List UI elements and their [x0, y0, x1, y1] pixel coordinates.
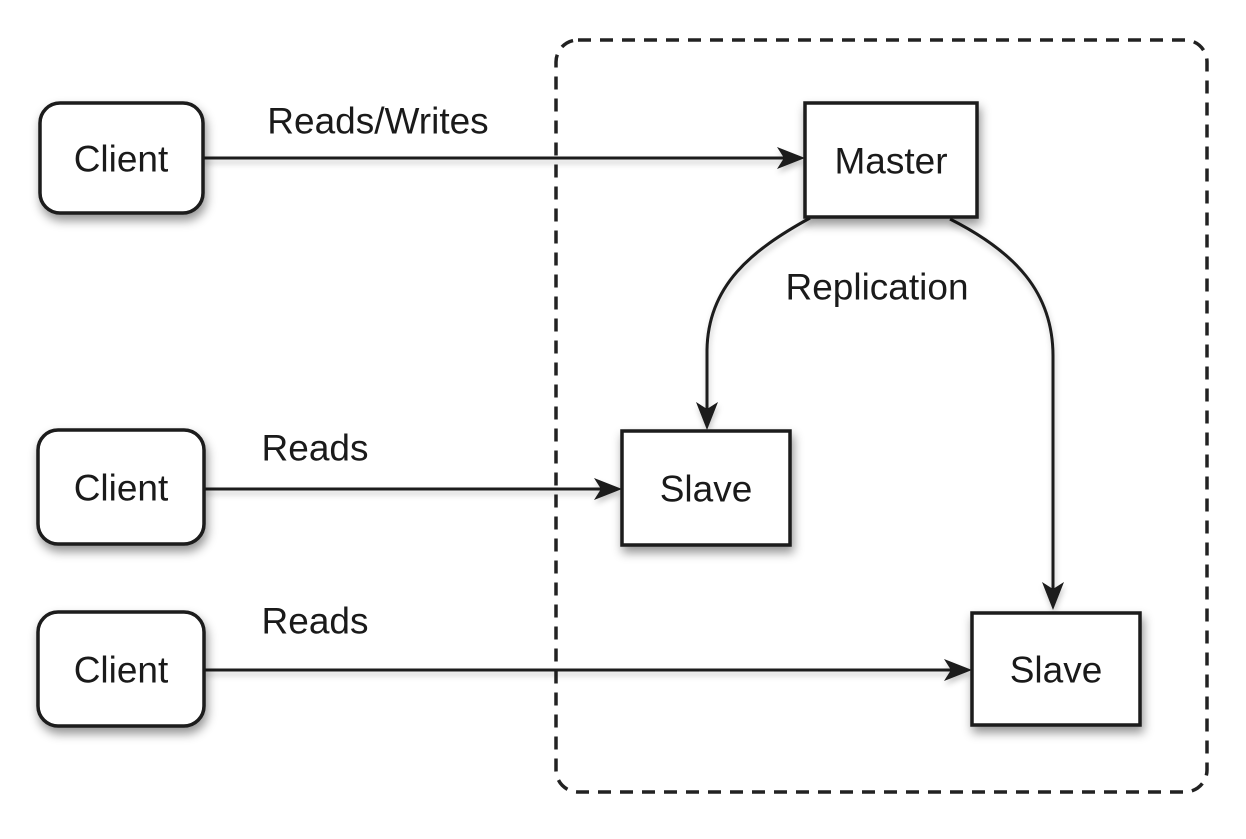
node-client-1-label: Client [74, 139, 169, 180]
edge-client2-slave1 [205, 478, 622, 500]
node-slave-1: Slave [620, 429, 792, 547]
node-slave-2: Slave [970, 611, 1142, 727]
node-slave-2-box [970, 611, 1142, 727]
edge-label-reads-writes: Reads/Writes [267, 101, 488, 142]
edge-master-slave1-arrowhead-icon [696, 402, 718, 430]
edge-client2-slave1-arrowhead-icon [594, 478, 622, 500]
edges [203, 147, 1064, 681]
edge-master-slave1 [696, 216, 811, 430]
node-client-3-label: Client [74, 650, 169, 691]
edge-label-reads-bottom: Reads [262, 601, 369, 642]
node-master-box [803, 101, 979, 219]
node-client-1-box [38, 101, 205, 215]
node-client-2: Client [36, 428, 206, 546]
node-client-2-box [36, 428, 206, 546]
node-client-1: Client [38, 101, 205, 215]
edge-client3-slave2 [205, 659, 972, 681]
node-client-2-label: Client [74, 468, 169, 509]
node-slave-2-label: Slave [1010, 650, 1103, 691]
node-slave-1-box [620, 429, 792, 547]
edge-label-reads-middle: Reads [262, 428, 369, 469]
node-master: Master [803, 101, 979, 219]
node-master-label: Master [834, 141, 947, 182]
replication-cluster-boundary [554, 38, 1209, 794]
edge-label-replication: Replication [785, 267, 968, 308]
edge-client1-master-arrowhead-icon [777, 147, 805, 169]
node-client-3: Client [36, 610, 206, 728]
edge-master-slave1-curve [705, 216, 811, 409]
edge-master-slave2-curve [949, 217, 1055, 589]
edge-master-slave2-arrowhead-icon [1042, 582, 1064, 610]
edge-client1-master [203, 147, 805, 169]
nodes: Client Client Client Master Slave [36, 101, 1142, 728]
edge-client3-slave2-arrowhead-icon [944, 659, 972, 681]
edge-master-slave2 [949, 217, 1064, 610]
node-slave-1-label: Slave [660, 469, 753, 510]
node-client-3-box [36, 610, 206, 728]
